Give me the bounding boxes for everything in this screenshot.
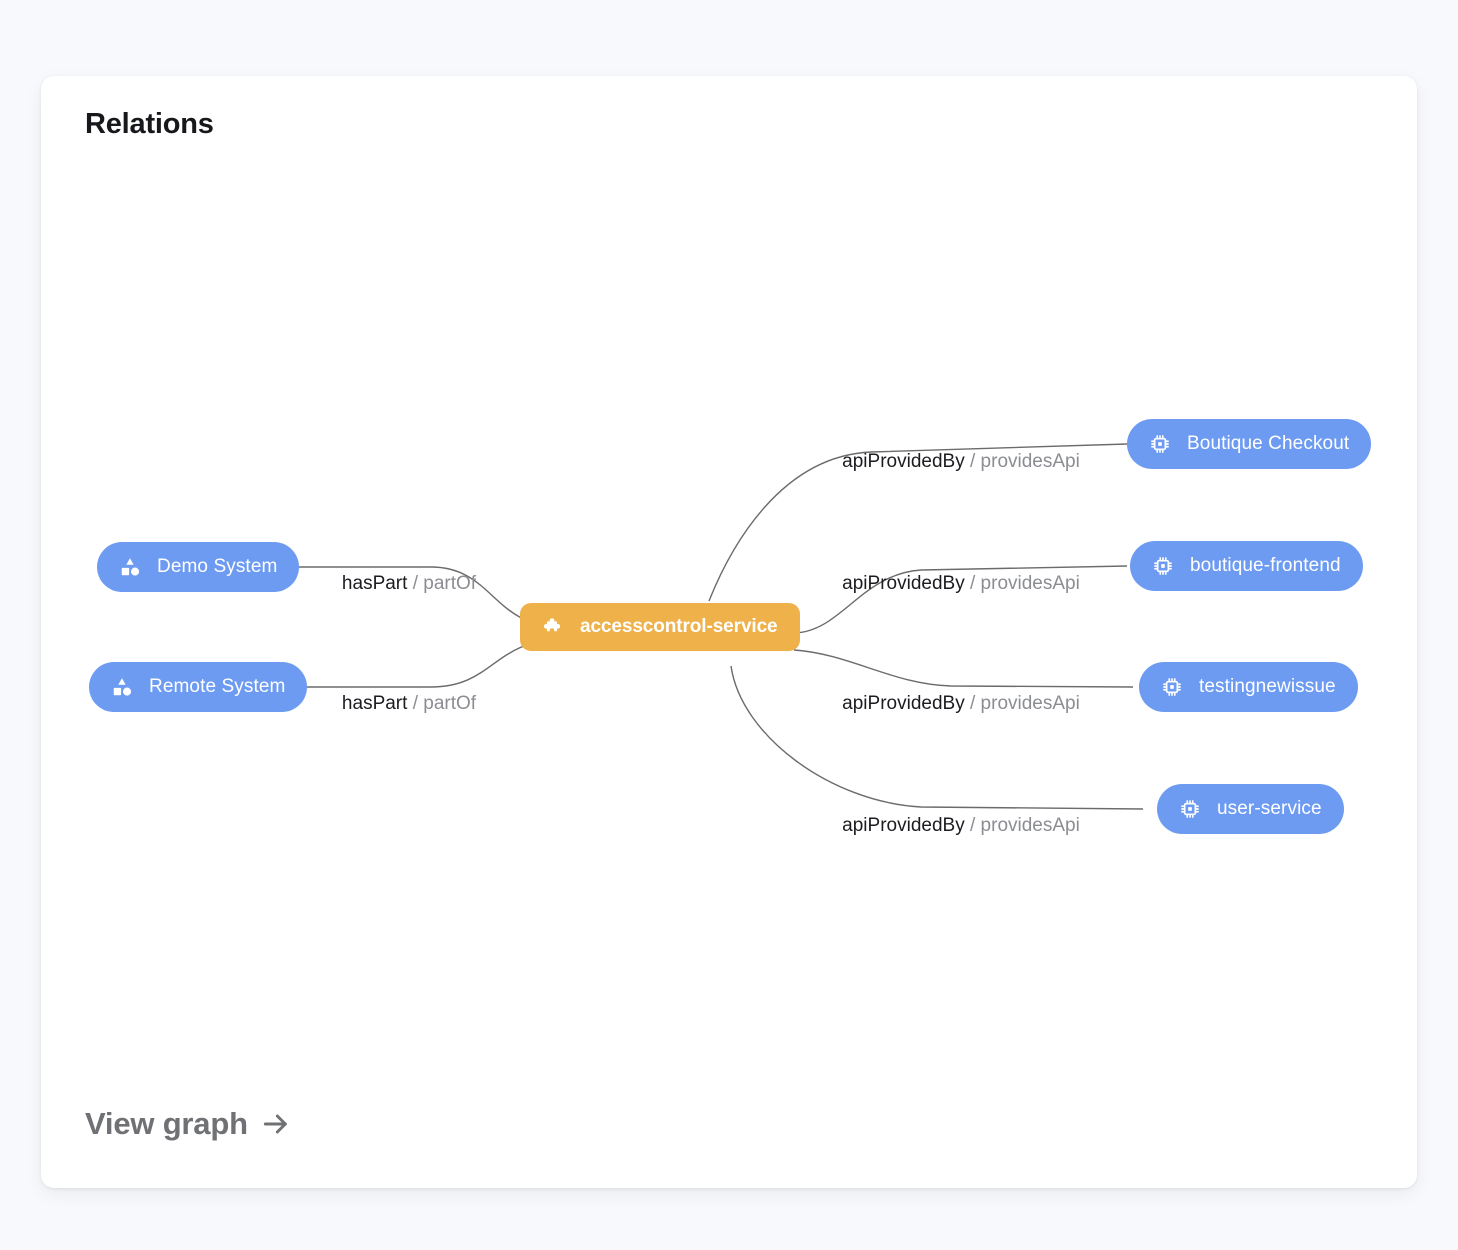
edge-label-remote-system: hasPart / partOf bbox=[342, 693, 476, 715]
graph-node-label: Demo System bbox=[157, 556, 278, 577]
edge-label-separator: / bbox=[969, 815, 981, 836]
edge-label-separator: / bbox=[412, 573, 424, 594]
edge-label-demo-system: hasPart / partOf bbox=[342, 573, 476, 595]
view-graph-link[interactable]: View graph bbox=[85, 1106, 292, 1142]
edge-label-separator: / bbox=[969, 573, 981, 594]
edge-label-forward: apiProvidedBy bbox=[842, 451, 965, 472]
chip-icon bbox=[1152, 555, 1174, 577]
graph-node-label: Boutique Checkout bbox=[1187, 433, 1350, 454]
edge-label-separator: / bbox=[412, 693, 424, 714]
edge-label-reverse: providesApi bbox=[980, 573, 1080, 594]
edge-label-separator: / bbox=[969, 451, 981, 472]
edge-label-forward: apiProvidedBy bbox=[842, 815, 965, 836]
graph-node-boutique-checkout[interactable]: Boutique Checkout bbox=[1127, 419, 1372, 469]
graph-node-accesscontrol-service[interactable]: accesscontrol-service bbox=[520, 603, 800, 651]
edge-label-forward: hasPart bbox=[341, 693, 408, 714]
graph-node-user-service[interactable]: user-service bbox=[1157, 784, 1344, 834]
edge-label-testingnewissue: apiProvidedBy / providesApi bbox=[842, 693, 1080, 715]
puzzle-piece-icon bbox=[542, 616, 564, 638]
graph-node-label: Remote System bbox=[149, 676, 286, 697]
chip-icon bbox=[1161, 676, 1183, 698]
graph-node-label: boutique-frontend bbox=[1190, 555, 1341, 576]
chip-icon bbox=[1149, 433, 1171, 455]
graph-node-boutique-frontend[interactable]: boutique-frontend bbox=[1130, 541, 1363, 591]
arrow-right-icon bbox=[260, 1108, 292, 1140]
edge-remote-system bbox=[291, 638, 562, 688]
edge-label-separator: / bbox=[969, 693, 981, 714]
edge-user-service bbox=[730, 665, 1144, 810]
graph-node-testingnewissue[interactable]: testingnewissue bbox=[1139, 662, 1358, 712]
edge-testingnewissue bbox=[793, 649, 1134, 688]
edge-label-reverse: providesApi bbox=[980, 815, 1080, 836]
chip-icon bbox=[1179, 798, 1201, 820]
edge-label-forward: apiProvidedBy bbox=[842, 573, 965, 594]
edge-label-forward: hasPart bbox=[341, 573, 408, 594]
edge-label-boutique-checkout: apiProvidedBy / providesApi bbox=[842, 451, 1080, 473]
graph-node-label: testingnewissue bbox=[1199, 676, 1336, 697]
relations-graph[interactable]: Demo System Remote System bbox=[41, 76, 1417, 1188]
edge-label-reverse: providesApi bbox=[980, 451, 1080, 472]
edge-label-reverse: providesApi bbox=[980, 693, 1080, 714]
shapes-icon bbox=[119, 556, 141, 578]
graph-node-remote-system[interactable]: Remote System bbox=[89, 662, 308, 712]
edge-label-reverse: partOf bbox=[423, 693, 477, 714]
edge-label-reverse: partOf bbox=[423, 573, 477, 594]
edge-label-boutique-frontend: apiProvidedBy / providesApi bbox=[842, 573, 1080, 595]
edge-label-user-service: apiProvidedBy / providesApi bbox=[842, 815, 1080, 837]
graph-node-demo-system[interactable]: Demo System bbox=[97, 542, 300, 592]
shapes-icon bbox=[111, 676, 133, 698]
edge-label-forward: apiProvidedBy bbox=[842, 693, 965, 714]
graph-node-label: accesscontrol-service bbox=[580, 616, 778, 637]
view-graph-label: View graph bbox=[85, 1106, 248, 1141]
graph-node-label: user-service bbox=[1217, 798, 1322, 819]
relations-card: Relations bbox=[41, 76, 1417, 1188]
page-title: Relations bbox=[85, 108, 214, 140]
